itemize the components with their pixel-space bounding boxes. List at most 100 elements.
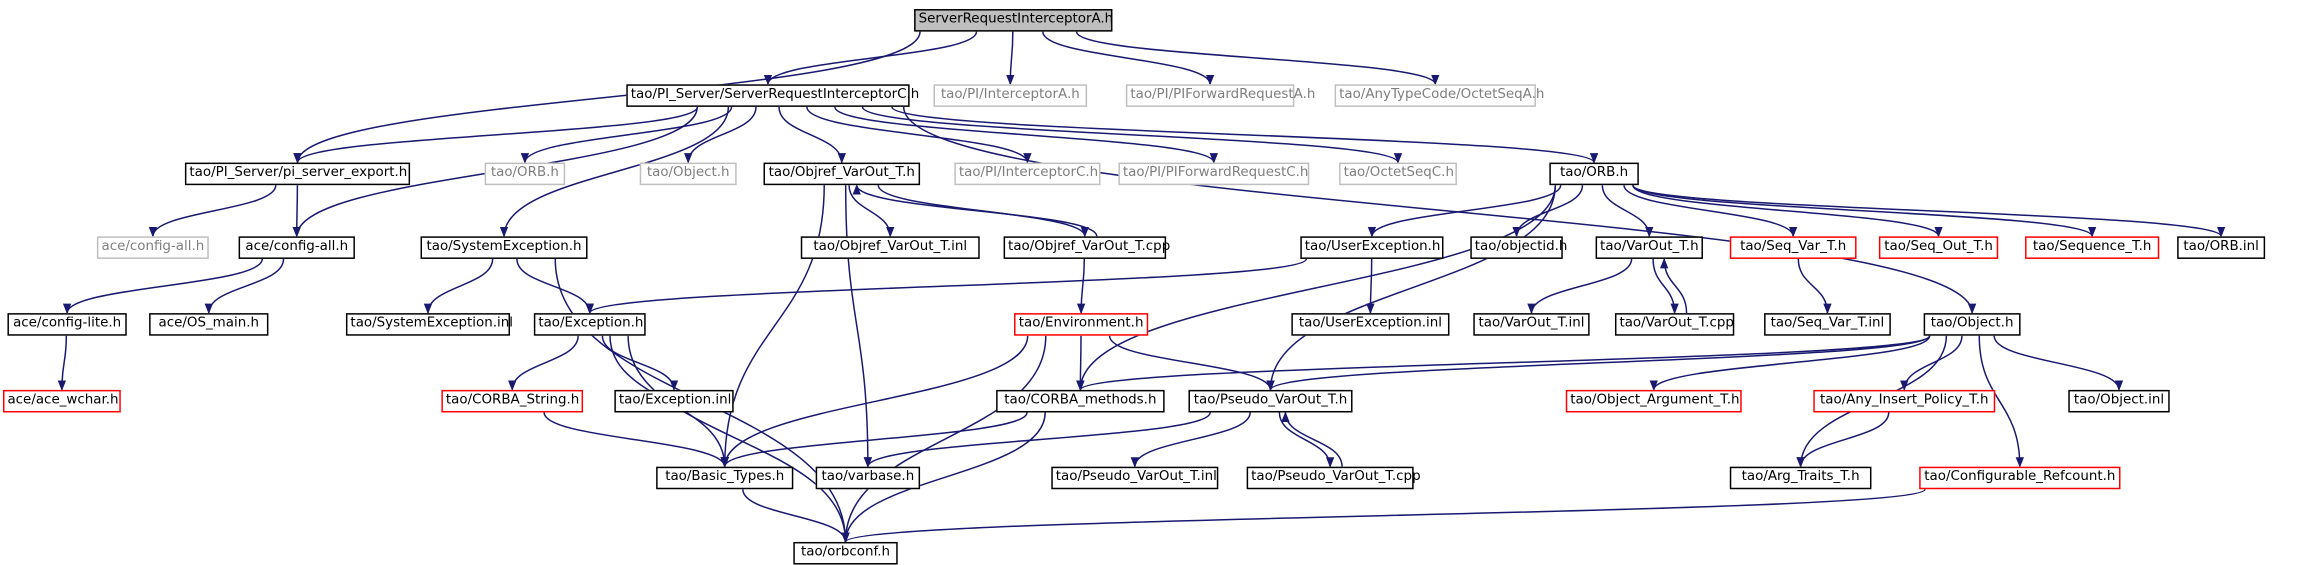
edge-anyinsert-to-argtraits [1796,412,1890,468]
edge-varoutcpp-to-varout [1660,257,1688,314]
edge-pseudocpp-to-pseudovarout [1281,411,1343,467]
edge-configall-to-configlite [62,258,264,315]
edge-objref-to-objrefinl [848,185,895,238]
edge-environment-to-pseudovarout [1108,335,1275,391]
graph-node-seqvarinl[interactable]: tao/Seq_Var_T.inl [1764,313,1891,336]
graph-node-exceptioninl[interactable]: tao/Exception.inl [614,389,734,413]
edge-varout-to-varoutinl [1527,258,1633,315]
graph-node-argtraits[interactable]: tao/Arg_Traits_T.h [1729,466,1872,490]
edge-src-to-objecth [902,106,1977,315]
graph-node-sequence[interactable]: tao/Sequence_T.h [2025,236,2160,259]
edge-objecth-to-objectarg [1649,335,1931,391]
edge-corbastring-to-basictypes [543,412,729,468]
edge-environment-to-orbconf [841,335,1047,543]
edge-orbh-to-seqout [1632,184,1943,238]
graph-node-octetseqA[interactable]: tao/AnyTypeCode/OctetSeqA.h [1334,84,1544,107]
graph-node-varoutinl[interactable]: tao/VarOut_T.inl [1473,313,1590,336]
edge-seqvar-to-seqvarinl [1797,258,1832,315]
edge-environment-to-corbamethods [1076,335,1085,391]
graph-node-pise[interactable]: tao/PI_Server/pi_server_export.h [184,162,411,186]
edge-objrefcpp-to-objref [852,184,1098,237]
edge-sysexc-to-exception [516,258,594,315]
edge-pseudovarout-to-pseudoinl [1130,412,1251,468]
graph-node-seqvar[interactable]: tao/Seq_Var_T.h [1729,236,1857,259]
edge-varout-to-varoutcpp [1652,258,1679,315]
edge-pise-to-configall_g [148,184,277,238]
graph-node-objectinl[interactable]: tao/Object.inl [2068,389,2170,413]
graph-node-objref[interactable]: tao/Objref_VarOut_T.h [763,162,921,186]
edge-orbh-to-seqvar [1623,184,1798,238]
graph-node-osmain[interactable]: ace/OS_main.h [149,313,269,336]
edge-sysexc-to-sysexcinl [423,258,494,315]
graph-node-varout[interactable]: tao/VarOut_T.h [1595,236,1703,259]
edge-orbh-to-pseudovarout [1266,185,1557,391]
graph-node-orbinl[interactable]: tao/ORB.inl [2177,236,2266,259]
graph-node-pseudoinl[interactable]: tao/Pseudo_VarOut_T.inl [1051,466,1219,490]
graph-node-configrefcount[interactable]: tao/Configurable_Refcount.h [1919,466,2121,490]
edge-corbamethods-to-basictypes [720,412,1028,468]
edge-src-to-piforwardC [834,106,1218,164]
edge-orbh-to-userexc [1367,184,1562,238]
graph-node-interceptorA[interactable]: tao/PI/InterceptorA.h [933,84,1088,107]
graph-node-exception[interactable]: tao/Exception.h [533,313,646,336]
edge-orbh-to-varout [1601,185,1654,238]
graph-node-objrefinl[interactable]: tao/Objref_VarOut_T.inl [800,236,980,259]
graph-node-pseudocpp[interactable]: tao/Pseudo_VarOut_T.cpp [1246,466,1421,490]
graph-node-piforwardC[interactable]: tao/PI/PIForwardRequestC.h [1118,162,1310,186]
edge-pseudovarout-to-varbase [863,412,1211,468]
edge-root-to-src [763,31,978,86]
edge-objecth-to-objectinl [1993,335,2124,391]
graph-node-object1[interactable]: tao/Object.h [639,162,737,186]
graph-node-orbh[interactable]: tao/ORB.h [1549,162,1639,186]
graph-node-objectid[interactable]: tao/objectid.h [1470,236,1567,259]
graph-node-objecth[interactable]: tao/Object.h [1923,313,2021,336]
graph-node-configlite[interactable]: ace/config-lite.h [7,313,127,336]
graph-node-objectarg[interactable]: tao/Object_Argument_T.h [1565,389,1742,413]
edge-objecth-to-anyinsert [1900,335,1963,391]
graph-node-sysexcinl[interactable]: tao/SystemException.inl [345,313,513,336]
graph-node-corbastring[interactable]: tao/CORBA_String.h [441,389,584,413]
graph-node-corbamethods[interactable]: tao/CORBA_methods.h [996,389,1165,413]
graph-node-userexcinl[interactable]: tao/UserException.inl [1291,313,1450,336]
graph-node-octetseqC[interactable]: tao/OctetSeqC.h [1339,162,1457,186]
edge-src-to-objref [778,106,846,164]
graph-node-piforwardA[interactable]: tao/PI/PIForwardRequestA.h [1125,84,1315,107]
edge-orbh-to-sequence [1632,184,2097,238]
graph-node-src[interactable]: tao/PI_Server/ServerRequestInterceptorC.… [626,84,919,107]
graph-node-seqout[interactable]: tao/Seq_Out_T.h [1878,236,1999,259]
graph-node-root[interactable]: ServerRequestInterceptorA.h [914,9,1113,32]
graph-node-acewchar[interactable]: ace/ace_wchar.h [2,389,121,413]
edge-objecth-to-configrefcount [1978,335,2024,468]
edge-basictypes-to-orbconf [742,489,850,543]
edge-objref-to-basictypes [720,185,825,468]
graph-node-orbh1[interactable]: tao/ORB.h [484,162,566,186]
graph-node-configall_g[interactable]: ace/config-all.h [96,236,209,259]
edge-root-to-piforwardA [1042,31,1215,86]
graph-node-varoutcpp[interactable]: tao/VarOut_T.cpp [1614,313,1735,336]
edge-src-to-octetseqC [861,106,1402,164]
edge-userexc-to-userexcinl [1366,258,1375,315]
graph-node-configall[interactable]: ace/config-all.h [238,236,355,259]
edge-objecth-to-pseudovarout [1266,335,1931,391]
graph-node-sysexc[interactable]: tao/SystemException.h [420,236,588,259]
edge-objecth-to-corbamethods [1076,335,1931,391]
edge-src-to-orbh [891,106,1599,164]
graph-node-pseudovarout[interactable]: tao/Pseudo_VarOut_T.h [1188,389,1353,413]
edge-pseudovarout-to-pseudocpp [1278,412,1335,468]
graph-node-environment[interactable]: tao/Environment.h [1014,313,1149,336]
edge-exception-to-exceptioninl [601,335,679,391]
graph-node-varbase[interactable]: tao/varbase.h [815,466,921,490]
graph-node-interceptorC[interactable]: tao/PI/InterceptorC.h [954,162,1101,186]
edge-root-to-pise [293,31,921,164]
edge-src-to-interceptorC [806,106,1032,164]
edge-configrefcount-to-orbconf [841,488,1926,543]
graph-node-userexc[interactable]: tao/UserException.h [1300,236,1444,259]
edge-exception-to-orbconf [627,335,850,543]
graph-node-orbconf[interactable]: tao/orbconf.h [793,541,898,565]
graph-node-anyinsert[interactable]: tao/Any_Insert_Policy_T.h [1813,389,1996,413]
edge-orbh-to-orbinl [1632,184,2226,238]
edge-configlite-to-acewchar [57,335,68,391]
graph-node-objrefcpp[interactable]: tao/Objref_VarOut_T.cpp [1003,236,1170,259]
graph-node-basictypes[interactable]: tao/Basic_Types.h [656,466,794,490]
